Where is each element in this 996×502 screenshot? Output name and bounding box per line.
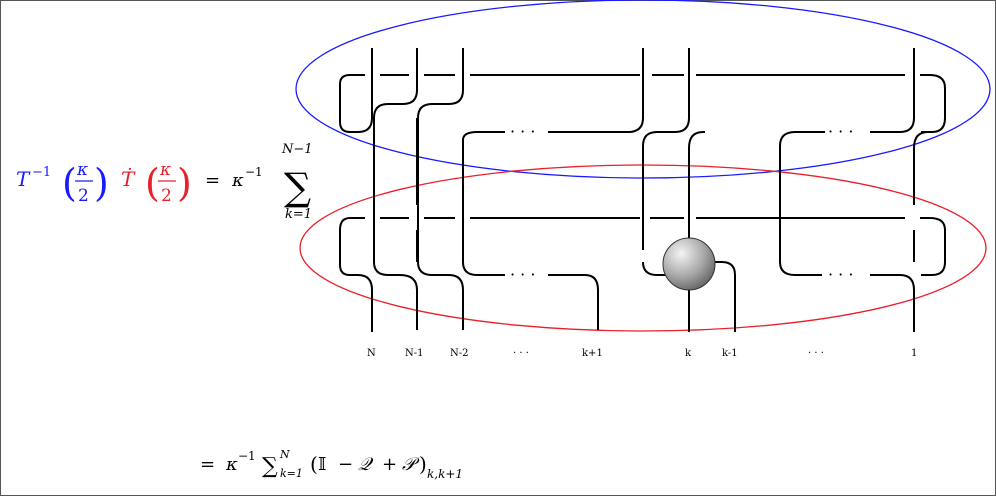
kappa-inverse-exponent: −1 [245,165,263,179]
wire-upper-k-a [548,48,644,133]
wire-k-1-hook [688,131,705,149]
wire-label-dots-left: · · · [513,348,529,359]
wire-1-upper-a [870,48,915,133]
wire-1-hook [913,131,929,149]
blue-left-paren: ( [62,161,77,205]
red-left-paren: ( [145,161,160,205]
lower-left-dots: · · · [510,265,535,284]
wire-label-k+1: k+1 [582,348,603,359]
wire-label-k: k [685,348,692,359]
bottom-kappa-exponent: −1 [238,449,256,463]
sum-symbol: ∑ [284,165,311,209]
equation-lhs: T −1 ( κ 2 ) Ṫ ( κ 2 ) = κ −1 N−1 ∑ k=1 [16,142,313,222]
bottom-left-paren: ( [310,452,318,476]
derivative-node [662,237,716,291]
wire-label-dots-right: · · · [808,348,824,359]
T-symbol: T [16,167,31,191]
bottom-equals: = [200,454,215,475]
wire-label-k-1: k-1 [722,348,738,359]
bottom-P: 𝒫 [402,454,420,475]
lower-loop-strand-N [339,217,373,332]
red-right-paren: ) [177,161,192,205]
bottom-sum-symbol: ∑ [262,454,278,479]
blue-kappa: κ [76,160,88,180]
red-kappa: κ [159,160,171,180]
bottom-identity: 𝕀 [318,454,326,475]
wire-N-2-bottom [417,261,464,330]
bottom-kappa: κ [225,454,238,475]
T-dot-symbol: Ṫ [121,167,136,191]
bottom-right-paren: ) [419,452,427,476]
bottom-subscript: k,k+1 [427,467,463,481]
bottom-sum-lower: k=1 [280,467,303,480]
wire-k+1 [477,274,599,330]
blue-right-paren: ) [94,161,109,205]
wire-label-1: 1 [911,348,917,359]
wire-label-N: N [367,348,376,359]
equals-sign: = [205,170,220,191]
upper-top-line [380,74,946,133]
upper-loop-strand-N [339,48,373,133]
wire-N-1 [373,48,418,330]
sum-upper-limit: N−1 [281,142,313,157]
kappa-inverse: κ [231,170,244,191]
blue-two: 2 [78,186,89,206]
bottom-plus: + [382,454,397,475]
upper-left-dots: · · · [510,122,535,141]
T-inverse-exponent: −1 [32,165,51,180]
bottom-minus: − [338,454,353,475]
wire-k-upper [642,48,690,250]
wire-label-N-2: N-2 [450,348,469,359]
wire-labels: N N-1 N-2 · · · k+1 k k-1 · · · 1 [367,348,917,359]
wire-upper-third [462,131,505,262]
lower-top-line [380,217,946,276]
bottom-Q: 𝒬 [358,454,374,475]
bottom-formula: = κ −1 ∑ N k=1 ( 𝕀 − 𝒬 + 𝒫 ) k,k+1 [200,448,463,481]
wire-label-N-1: N-1 [405,348,424,359]
red-two: 2 [161,186,172,206]
upper-braid-block [339,48,946,330]
wire-1 [870,274,915,332]
wire-k+1-corner [462,261,478,276]
lower-right-dots: · · · [828,265,853,284]
upper-right-dots: · · · [828,122,853,141]
wire-k-1 [713,261,736,332]
sum-lower-limit: k=1 [285,207,312,222]
wire-N-2-top [417,48,464,262]
bottom-sum-upper: N [279,448,290,461]
wire-right-group [779,131,825,276]
wire-k-node-in [642,261,670,276]
